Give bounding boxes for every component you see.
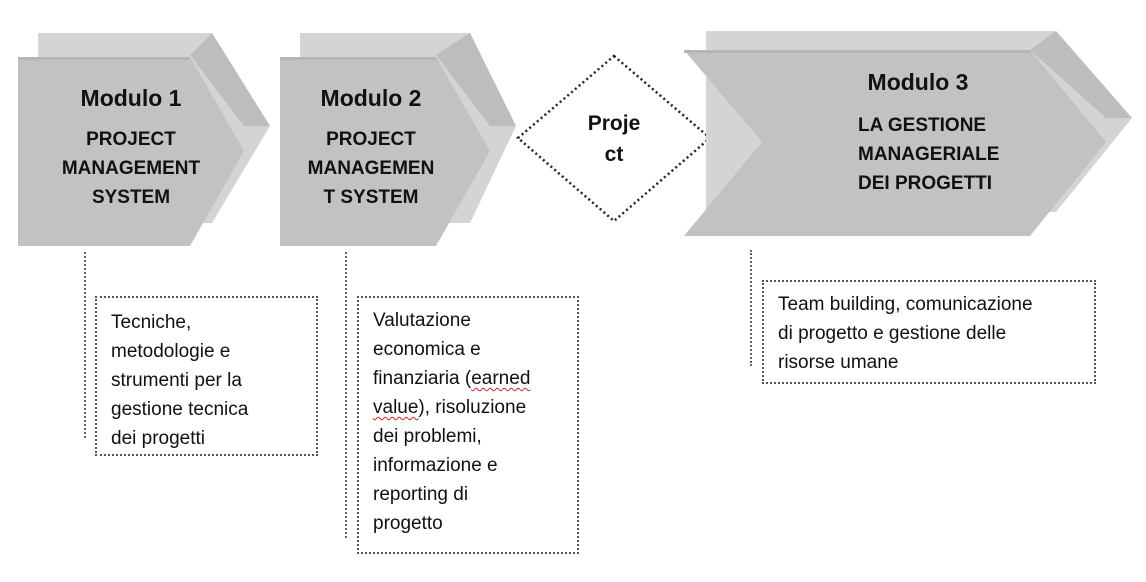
module-1-detail-line: strumenti per la (111, 370, 242, 391)
module-2-detail-line: finanziaria (earned (373, 364, 563, 393)
module-2-subtitle-line: MANAGEMEN (307, 158, 435, 179)
module-2-detail-line: progetto (373, 513, 443, 534)
detail-text-misspelled: value), risoluzione (373, 397, 527, 418)
module-1-detail-line: gestione tecnica (111, 399, 249, 420)
project-diamond (516, 54, 712, 223)
module-1-detail-line: dei progetti (111, 428, 206, 449)
module-3-detail-line: risorse umane (778, 352, 899, 373)
project-label-line: ct (604, 143, 624, 166)
module-3-connector (750, 250, 752, 366)
detail-text-misspelled: finanziaria (earned (373, 368, 531, 389)
module-1-label: Modulo 1 PROJECT MANAGEMENT SYSTEM (18, 84, 244, 212)
module-1-detail-line: metodologie e (111, 341, 231, 362)
module-3-subtitle-line: DEI PROGETTI (858, 173, 993, 194)
module-2-label: Modulo 2 PROJECT MANAGEMEN T SYSTEM (286, 84, 456, 212)
module-1-subtitle-line: MANAGEMENT (61, 158, 201, 179)
module-2-detail-line: dei problemi, (373, 426, 482, 447)
module-1-subtitle: PROJECT MANAGEMENT SYSTEM (18, 125, 244, 212)
module-2-subtitle-line: PROJECT (326, 129, 416, 150)
module-3-detail-box: Team building, comunicazione di progetto… (762, 280, 1096, 384)
module-3-subtitle-line: MANAGERIALE (858, 144, 1000, 165)
module-2-detail-line: Valutazione (373, 310, 471, 331)
module-1-detail-line: Tecniche, (111, 312, 192, 333)
module-2-detail-line: economica e (373, 339, 481, 360)
module-2-subtitle-line: T SYSTEM (323, 187, 419, 208)
module-1-connector (84, 252, 86, 438)
module-3-chevron (684, 31, 1132, 236)
module-3-detail-line: di progetto e gestione delle (778, 323, 1007, 344)
module-1-subtitle-line: SYSTEM (91, 187, 171, 208)
module-2-subtitle: PROJECT MANAGEMEN T SYSTEM (286, 125, 456, 212)
module-2-title: Modulo 2 (320, 85, 422, 111)
module-3-detail-line: Team building, comunicazione (778, 294, 1033, 315)
module-3-label: Modulo 3 LA GESTIONE MANAGERIALE DEI PRO… (798, 68, 1038, 198)
module-1-subtitle-line: PROJECT (86, 129, 176, 150)
module-3-subtitle-line: LA GESTIONE (858, 115, 987, 136)
module-3-title: Modulo 3 (867, 69, 969, 95)
module-2-detail-line: reporting di (373, 484, 469, 505)
module-2-chevron (280, 33, 516, 246)
project-label-line: Proje (587, 112, 641, 135)
module-2-detail-box: Valutazione economica e finanziaria (ear… (357, 296, 579, 554)
module-1-detail-box: Tecniche, metodologie e strumenti per la… (95, 296, 318, 456)
module-2-detail-line: informazione e (373, 455, 498, 476)
module-1-title: Modulo 1 (80, 85, 182, 111)
module-2-detail-line: value), risoluzione (373, 393, 563, 422)
spellcheck-flagged-word: earned (471, 368, 531, 389)
project-label: Proje ct (564, 108, 664, 170)
module-3-subtitle: LA GESTIONE MANAGERIALE DEI PROGETTI (798, 111, 1038, 198)
spellcheck-flagged-word: value (373, 397, 419, 418)
module-1-chevron (18, 33, 270, 246)
module-2-connector (345, 252, 347, 538)
